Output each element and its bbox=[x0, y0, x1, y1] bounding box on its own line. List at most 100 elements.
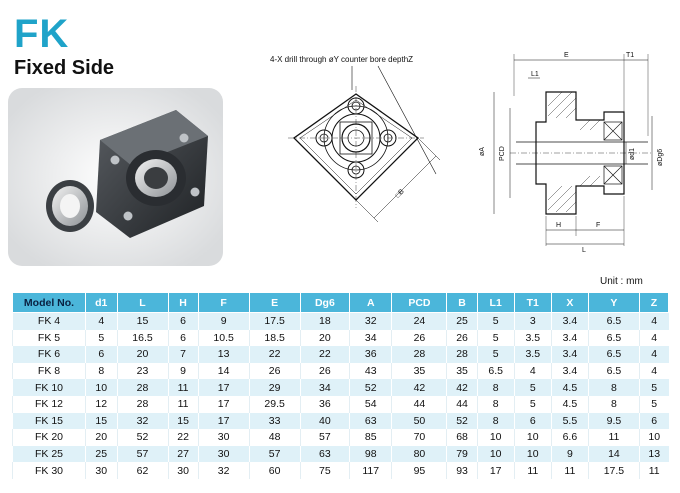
table-cell: 17 bbox=[197, 395, 250, 413]
table-cell: 50 bbox=[391, 412, 447, 430]
table-cell: 43 bbox=[349, 362, 392, 380]
table-cell: 3.5 bbox=[513, 329, 552, 347]
table-cell: 13 bbox=[638, 445, 669, 463]
table-cell: 28 bbox=[116, 379, 168, 396]
table-cell: 63 bbox=[349, 412, 392, 430]
model-cell: FK 25 bbox=[12, 445, 86, 463]
table-cell: 3.4 bbox=[550, 329, 589, 347]
model-cell: FK 20 bbox=[12, 429, 86, 446]
table-cell: 10 bbox=[85, 379, 118, 396]
table-cell: 5 bbox=[476, 329, 515, 347]
drill-caption: 4-X drill through øY counter bore depthZ bbox=[270, 55, 413, 64]
col-x: X bbox=[550, 292, 589, 313]
table-cell: 62 bbox=[116, 462, 168, 479]
col-h: H bbox=[167, 292, 199, 313]
table-cell: 42 bbox=[391, 379, 447, 396]
table-cell: 6 bbox=[513, 412, 552, 430]
table-cell: 6 bbox=[85, 346, 118, 363]
model-cell: FK 15 bbox=[12, 412, 86, 430]
table-cell: 4 bbox=[638, 312, 669, 330]
col-dg6: Dg6 bbox=[299, 292, 351, 313]
table-cell: 6.5 bbox=[587, 346, 640, 363]
table-cell: 52 bbox=[349, 379, 392, 396]
table-cell: 20 bbox=[299, 329, 350, 347]
table-cell: 17 bbox=[197, 379, 250, 396]
table-cell: 5 bbox=[638, 395, 669, 413]
table-cell: 10 bbox=[638, 429, 669, 446]
table-cell: 11 bbox=[167, 379, 199, 396]
spec-table-header: Model No. d1 L H F E Dg6 A PCD B L1 T1 X… bbox=[12, 292, 670, 313]
table-cell: 30 bbox=[197, 429, 250, 446]
table-cell: 68 bbox=[446, 429, 478, 446]
table-cell: 28 bbox=[116, 395, 168, 413]
table-cell: 32 bbox=[197, 462, 250, 479]
table-cell: 117 bbox=[349, 462, 392, 479]
table-cell: 20 bbox=[116, 346, 168, 363]
col-pcd: PCD bbox=[391, 292, 448, 313]
table-cell: 5 bbox=[513, 395, 552, 413]
table-cell: 5 bbox=[638, 379, 669, 396]
table-cell: 8 bbox=[587, 395, 640, 413]
table-cell: 34 bbox=[299, 379, 350, 396]
table-cell: 5 bbox=[476, 346, 515, 363]
table-cell: 18 bbox=[299, 312, 350, 330]
table-cell: 17.5 bbox=[248, 312, 301, 330]
table-cell: 10.5 bbox=[197, 329, 250, 347]
table-cell: 4.5 bbox=[550, 395, 589, 413]
table-cell: 9 bbox=[167, 362, 199, 380]
table-cell: 11 bbox=[587, 429, 640, 446]
table-cell: 95 bbox=[391, 462, 447, 479]
table-cell: 93 bbox=[446, 462, 478, 479]
table-cell: 20 bbox=[85, 429, 118, 446]
table-cell: 22 bbox=[299, 346, 350, 363]
table-cell: 10 bbox=[513, 429, 552, 446]
product-photo bbox=[8, 88, 223, 266]
model-cell: FK 4 bbox=[12, 312, 86, 330]
model-cell: FK 10 bbox=[12, 379, 86, 396]
table-cell: 4 bbox=[638, 346, 669, 363]
table-cell: 17 bbox=[476, 462, 515, 479]
table-cell: 26 bbox=[248, 362, 301, 380]
table-cell: 10 bbox=[476, 429, 515, 446]
col-e: E bbox=[248, 292, 301, 313]
model-cell: FK 5 bbox=[12, 329, 86, 347]
table-cell: 11 bbox=[638, 462, 669, 479]
table-cell: 48 bbox=[248, 429, 301, 446]
table-cell: 15 bbox=[85, 412, 118, 430]
model-cell: FK 6 bbox=[12, 346, 86, 363]
table-cell: 98 bbox=[349, 445, 392, 463]
table-cell: 3.4 bbox=[550, 362, 589, 380]
table-cell: 28 bbox=[391, 346, 447, 363]
label-d1: ød1 bbox=[629, 148, 636, 160]
label-f: F bbox=[596, 222, 600, 229]
table-cell: 26 bbox=[299, 362, 350, 380]
table-cell: 32 bbox=[116, 412, 168, 430]
table-cell: 34 bbox=[349, 329, 392, 347]
side-section-drawing: E T1 L1 øA PCD bbox=[476, 46, 672, 258]
table-cell: 4 bbox=[85, 312, 118, 330]
table-cell: 27 bbox=[167, 445, 199, 463]
table-cell: 26 bbox=[391, 329, 447, 347]
table-cell: 15 bbox=[116, 312, 168, 330]
label-dg6: øDg6 bbox=[657, 149, 664, 166]
label-l: L bbox=[582, 247, 586, 254]
col-d1: d1 bbox=[85, 292, 118, 313]
table-cell: 75 bbox=[299, 462, 350, 479]
table-cell: 79 bbox=[446, 445, 478, 463]
table-cell: 22 bbox=[167, 429, 199, 446]
label-e: E bbox=[564, 52, 569, 59]
table-cell: 44 bbox=[446, 395, 478, 413]
table-cell: 70 bbox=[391, 429, 447, 446]
table-cell: 25 bbox=[446, 312, 478, 330]
table-cell: 52 bbox=[446, 412, 478, 430]
table-cell: 11 bbox=[550, 462, 589, 479]
col-b: B bbox=[446, 292, 478, 313]
table-cell: 6 bbox=[638, 412, 669, 430]
table-cell: 25 bbox=[85, 445, 118, 463]
table-cell: 63 bbox=[299, 445, 350, 463]
table-cell: 5 bbox=[513, 379, 552, 396]
